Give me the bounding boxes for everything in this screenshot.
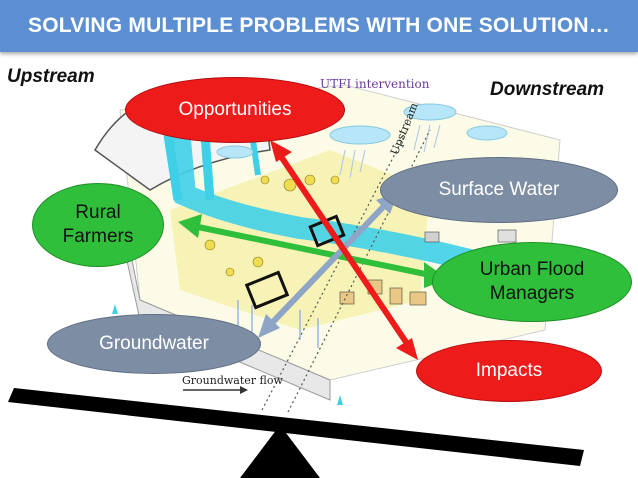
groundwater-flow-lines [261,124,431,413]
water-drop-left [112,304,118,314]
groundwater-flow-arrowhead [240,386,248,394]
rural-farmers-bubble: Rural Farmers [32,183,164,267]
downstream-label: Downstream [490,79,605,100]
clouds [216,103,508,159]
town [339,229,517,306]
recharge-basin-2 [244,270,290,310]
river-tributary-2 [163,134,183,201]
urban-flood-managers-line-2: Managers [489,283,575,304]
upstream-label: Upstream [7,66,95,87]
surface-water-bubble: Surface Water [380,157,618,223]
opportunities-bubble: Opportunities [125,77,345,143]
river-tributary-1 [200,134,215,201]
rural-farmers-line-1: Rural [75,202,121,224]
groundwater-text: Groundwater [99,333,209,355]
relationship-arrows [178,140,448,360]
river [169,129,556,291]
groundwater-flow-label: Groundwater flow [182,374,283,387]
opportunities-text: Opportunities [178,99,292,121]
impacts-text: Impacts [475,360,543,382]
seesaw-board [8,388,584,466]
slide-title: SOLVING MULTIPLE PROBLEMS WITH ONE SOLUT… [27,14,610,37]
impacts-bubble: Impacts [416,340,602,402]
trees [204,174,340,277]
rural-farmers-line-2: Farmers [62,226,134,247]
urban-flood-managers-line-1: Urban Flood [479,259,585,281]
water-drop-mid [337,395,343,405]
title-banner: SOLVING MULTIPLE PROBLEMS WITH ONE SOLUT… [0,0,638,52]
surface-water-text: Surface Water [438,179,560,201]
seesaw-fulcrum [240,425,320,478]
groundwater-bubble: Groundwater [47,314,261,374]
rain [339,124,441,179]
utfi-intervention-label: UTFI intervention [320,77,430,91]
urban-flood-managers-bubble: Urban Flood Managers [432,242,632,322]
